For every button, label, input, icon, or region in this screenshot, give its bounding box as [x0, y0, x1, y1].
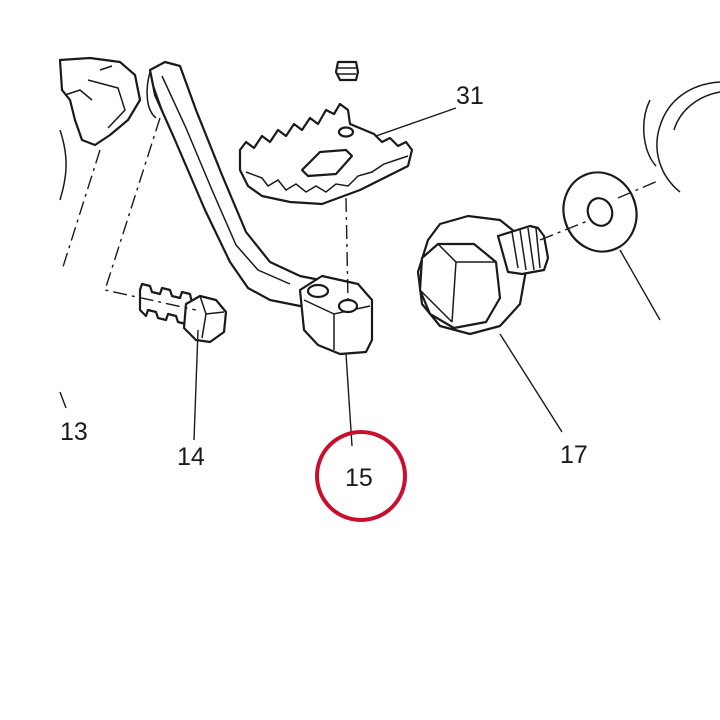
brake-lever-part-15	[146, 60, 374, 356]
hex-bolt-part-14	[138, 282, 228, 344]
assembly-axis-lines	[61, 117, 661, 311]
leader-lines	[59, 107, 661, 447]
callout-14: 14	[177, 443, 205, 471]
washer	[562, 171, 638, 253]
callout-17: 17	[560, 441, 588, 469]
frame-bracket-part-13	[58, 56, 142, 201]
callout-13: 13	[60, 418, 88, 446]
highlight-circle	[315, 430, 407, 522]
retaining-ring-partial	[643, 81, 720, 193]
flanged-bolt-part-17	[416, 214, 550, 336]
callout-31: 31	[456, 82, 484, 110]
callout-15: 15	[345, 464, 373, 492]
foot-peg-plate-part-31	[238, 60, 414, 206]
